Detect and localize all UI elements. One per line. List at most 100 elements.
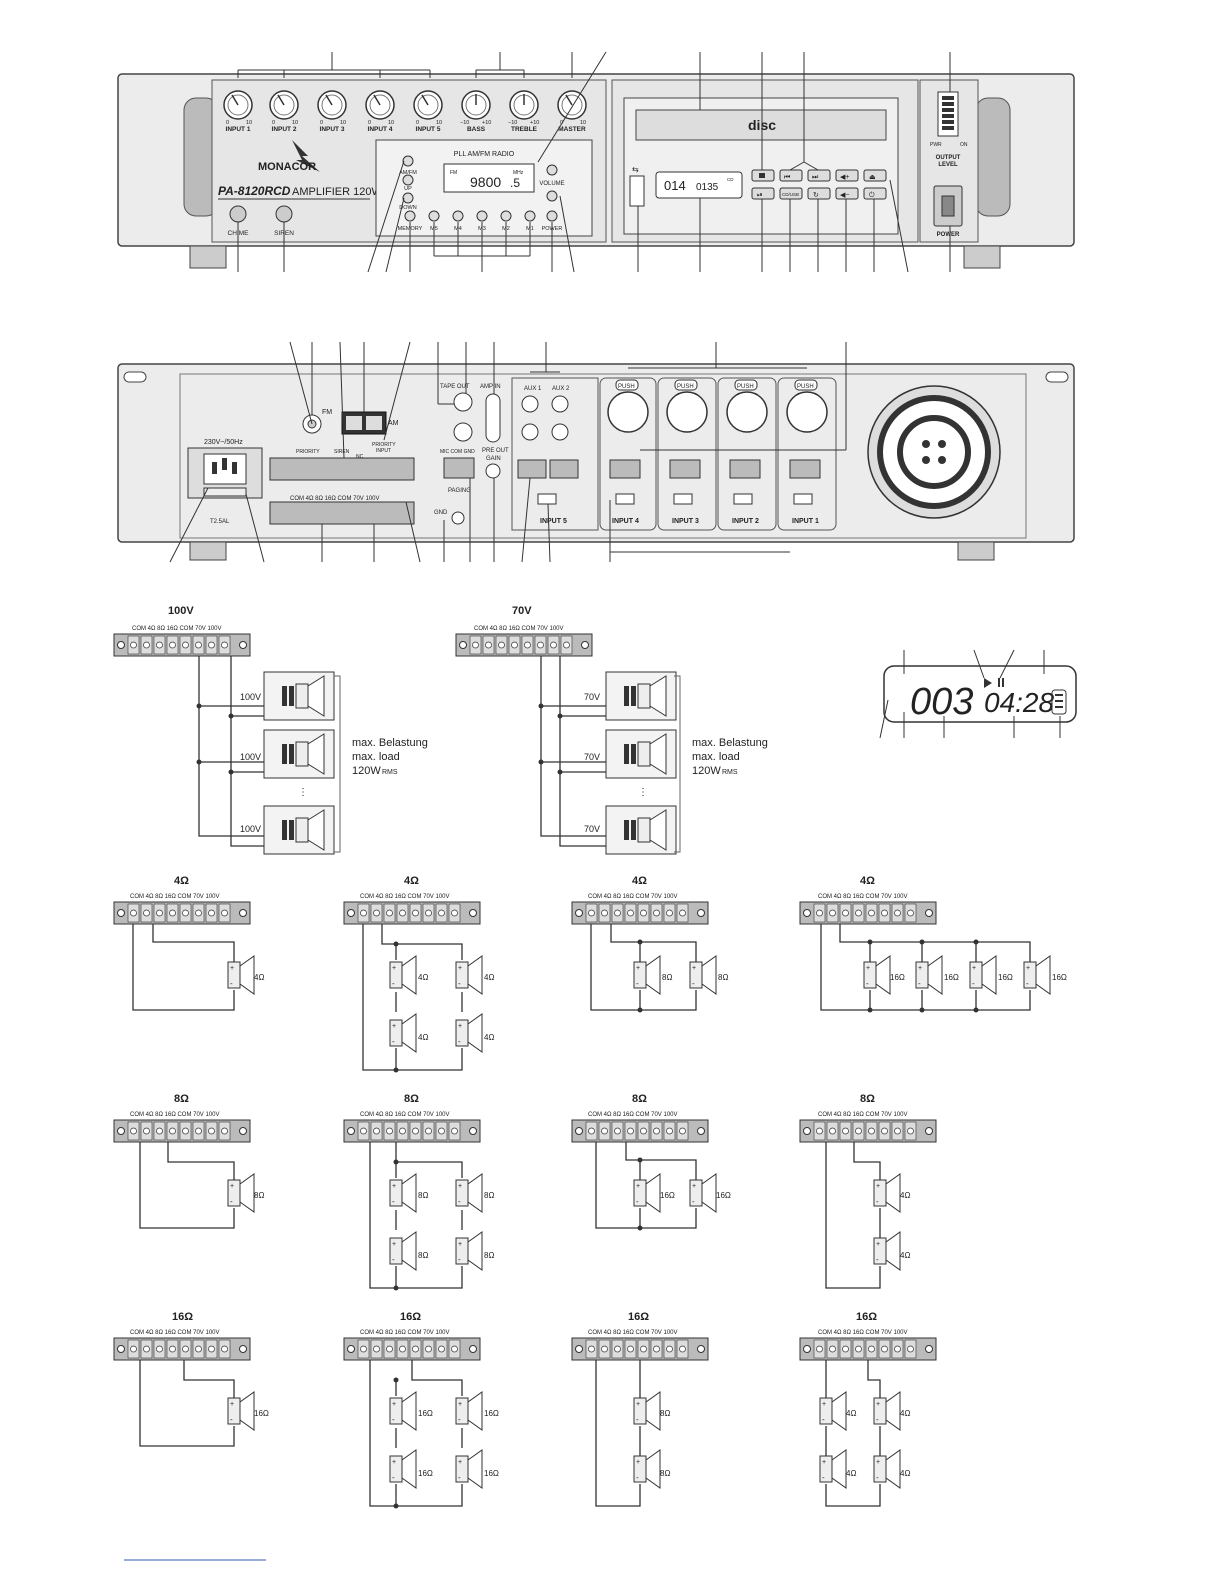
config-9-spk-0: 16Ω (418, 1409, 433, 1418)
siren-button[interactable] (275, 205, 293, 223)
preset-m1-button[interactable] (524, 210, 536, 222)
input-2-label: INPUT 2 (272, 126, 297, 133)
config-8-spk-0: 16Ω (254, 1409, 269, 1418)
priority-label: PRIORITY (296, 449, 320, 455)
standby-button[interactable] (863, 187, 887, 200)
xlr-input-3: PUSH INPUT 3 (666, 379, 708, 525)
input-4-dip-switch[interactable] (615, 493, 635, 505)
preset-m3-button[interactable] (476, 210, 488, 222)
config-8-single: 8Ω COM 4Ω 8Ω 16Ω COM 70V 100V 8Ω (113, 1093, 264, 1229)
input-1-scale-max: 10 (246, 120, 252, 126)
fuse-label: T2.5AL (210, 519, 230, 525)
priority-input-label-2: INPUT (376, 448, 391, 454)
volume-minus-button[interactable] (835, 187, 859, 200)
volume-up-button[interactable] (546, 164, 558, 176)
load-note-de-70: max. Belastung (692, 737, 768, 749)
aux-2-right-jack[interactable] (551, 423, 569, 441)
treble-knob[interactable] (509, 90, 539, 120)
preset-m4-button[interactable] (452, 210, 464, 222)
aux-1-right-jack[interactable] (521, 423, 539, 441)
bass-knob[interactable] (461, 90, 491, 120)
ground-screw[interactable] (451, 511, 465, 525)
treble-label: TREBLE (511, 126, 538, 133)
cd-slot[interactable] (635, 109, 887, 141)
tap-70v-2: 70V (584, 752, 600, 762)
brand-name: MONACOR (258, 161, 316, 173)
play-pause-button[interactable] (751, 187, 775, 200)
config-4-single: 4Ω COM 4Ω 8Ω 16Ω COM 70V 100V 4Ω (113, 875, 264, 1011)
fm-label: FM (322, 409, 332, 416)
input-5-label: INPUT 5 (540, 518, 567, 525)
input-1-dip-switch[interactable] (793, 493, 813, 505)
memory-button[interactable] (404, 210, 416, 222)
speaker-terminals[interactable] (269, 501, 415, 525)
input-1-label: INPUT 1 (226, 126, 251, 133)
master-label: MASTER (558, 126, 586, 133)
up-button[interactable] (402, 174, 414, 186)
am-fm-button[interactable] (402, 155, 414, 167)
config-1-spk-3: 4Ω (484, 1033, 494, 1042)
chime-button[interactable] (229, 205, 247, 223)
pre-out-label: PRE OUT (482, 448, 509, 454)
master-knob[interactable] (557, 90, 587, 120)
repeat-button[interactable] (807, 187, 831, 200)
volume-down-button[interactable] (546, 190, 558, 202)
treble-scale-min: −10 (508, 120, 517, 126)
input-5-knob[interactable] (413, 90, 443, 120)
aux-2-terminal[interactable] (549, 459, 579, 479)
gain-knob[interactable] (485, 463, 501, 479)
input-2-terminal[interactable] (729, 459, 761, 479)
config-11-spk-3: 4Ω (900, 1469, 910, 1478)
input-1-knob[interactable] (223, 90, 253, 120)
config-7-spk-1: 4Ω (900, 1251, 910, 1260)
paging-terminal[interactable] (443, 457, 475, 479)
mic-com-gnd-label: MIC COM GND (440, 449, 475, 455)
radio-power-button[interactable] (546, 210, 558, 222)
volume-plus-button[interactable] (835, 169, 859, 182)
input-5-dip-switch[interactable] (537, 493, 557, 505)
tape-out-left-jack[interactable] (453, 392, 473, 412)
input-5-scale-min: 0 (416, 120, 419, 126)
config-10-spk-1: 8Ω (660, 1469, 670, 1478)
next-button[interactable] (807, 169, 831, 182)
aux-1-left-jack[interactable] (521, 395, 539, 413)
next-icon: ⏭ (812, 174, 819, 181)
config-16-four-4ohm: 16Ω COM 4Ω 8Ω 16Ω COM 70V 100V 4Ω 4Ω 4Ω … (799, 1311, 937, 1507)
priority-siren-terminals[interactable] (269, 457, 415, 481)
input-4-terminal[interactable] (609, 459, 641, 479)
preset-m5-button[interactable] (428, 210, 440, 222)
master-scale-max: 10 (580, 120, 586, 126)
preset-m2-button[interactable] (500, 210, 512, 222)
config-5-spk-0: 8Ω (418, 1191, 428, 1200)
xlr-jack-2[interactable] (726, 391, 768, 433)
config-2-title: 4Ω (632, 875, 647, 887)
wiring-100v: 100V COM 4Ω 8Ω 16Ω COM 70V 100V 100V 100… (113, 605, 428, 855)
xlr-jack-1[interactable] (786, 391, 828, 433)
input-4-knob[interactable] (365, 90, 395, 120)
pwr-label: PWR (930, 142, 942, 148)
config-3-spk-1: 16Ω (944, 973, 959, 982)
input-2-scale-max: 10 (292, 120, 298, 126)
push-label-2: PUSH (737, 384, 754, 390)
input-3-terminal[interactable] (669, 459, 701, 479)
xlr-jack-3[interactable] (666, 391, 708, 433)
eject-button[interactable] (863, 169, 887, 182)
input-3-dip-switch[interactable] (673, 493, 693, 505)
xlr-jack-4[interactable] (607, 391, 649, 433)
input-2-knob[interactable] (269, 90, 299, 120)
input-1-terminal[interactable] (789, 459, 821, 479)
config-11-terminals: COM 4Ω 8Ω 16Ω COM 70V 100V (818, 1330, 908, 1336)
input-2-dip-switch[interactable] (733, 493, 753, 505)
usb-port[interactable] (629, 175, 645, 207)
config-7-title: 8Ω (860, 1093, 875, 1105)
tape-out-right-jack[interactable] (453, 422, 473, 442)
aux-2-left-jack[interactable] (551, 395, 569, 413)
down-button[interactable] (402, 192, 414, 204)
aux-1-terminal[interactable] (517, 459, 547, 479)
cd-usb-button[interactable] (779, 187, 803, 200)
amp-in-pre-out-bridge[interactable] (485, 393, 501, 443)
input-3-knob[interactable] (317, 90, 347, 120)
fuse-holder[interactable] (203, 487, 247, 497)
repeat-icon: ↻ (813, 192, 819, 199)
